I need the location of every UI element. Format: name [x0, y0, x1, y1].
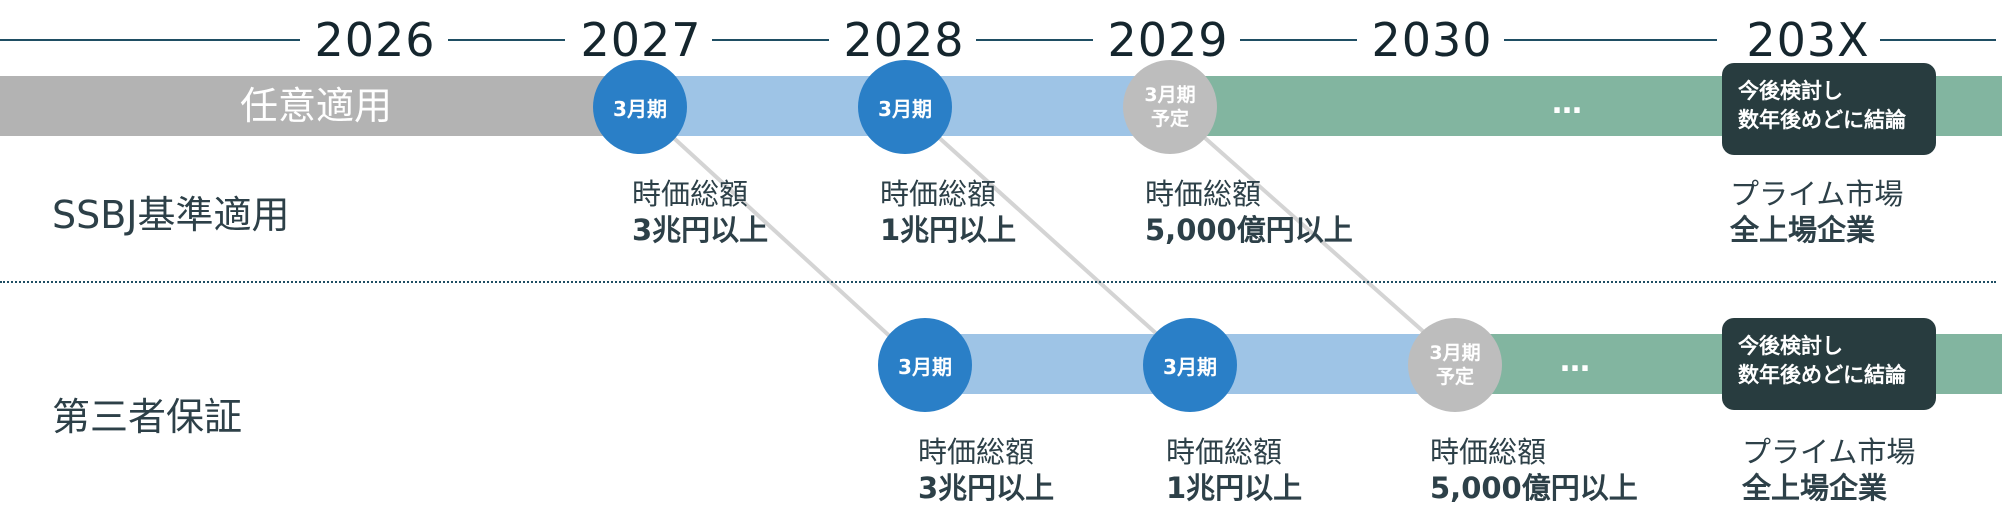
market-cap-threshold: 時価総額 3兆円以上 [632, 177, 769, 247]
voluntary-application-band [0, 76, 640, 136]
year-axis-line [1880, 39, 1996, 41]
year-axis-line [448, 39, 565, 41]
year-axis-line [976, 39, 1093, 41]
year-label-2029: 2029 [1107, 13, 1229, 67]
prime-market-threshold: プライム市場 全上場企業 [1742, 435, 1916, 505]
connector-line [638, 105, 922, 366]
market-cap-threshold: 時価総額 1兆円以上 [880, 177, 1017, 247]
year-label-2030: 2030 [1371, 13, 1493, 67]
year-label-2026: 2026 [314, 13, 436, 67]
future-decision-line1: 今後検討し [1738, 79, 1843, 103]
market-cap-threshold: 時価総額 5,000億円以上 [1145, 177, 1353, 247]
year-axis-line [712, 39, 829, 41]
year-axis-line [1240, 39, 1357, 41]
fiscal-march-badge: 3月期 [593, 60, 687, 154]
future-decision-box: 今後検討し 数年後めどに結論 [1722, 63, 1936, 155]
voluntary-application-label: 任意適用 [240, 84, 393, 128]
year-label-2028: 2028 [843, 13, 965, 67]
market-cap-threshold: 時価総額 3兆円以上 [918, 435, 1055, 505]
fiscal-march-planned-badge: 3月期 予定 [1408, 318, 1502, 412]
prime-market-threshold: プライム市場 全上場企業 [1730, 177, 1904, 247]
connector-line [903, 105, 1192, 366]
fiscal-march-badge: 3月期 [1143, 318, 1237, 412]
market-cap-threshold: 時価総額 5,000億円以上 [1430, 435, 1638, 505]
year-axis-line [0, 39, 300, 41]
year-label-203x: 203X [1746, 13, 1870, 67]
future-decision-line2: 数年後めどに結論 [1738, 363, 1906, 387]
fiscal-march-badge: 3月期 [878, 318, 972, 412]
fiscal-march-planned-badge: 3月期 予定 [1123, 60, 1217, 154]
future-decision-line1: 今後検討し [1738, 334, 1843, 358]
year-axis-line [1504, 39, 1717, 41]
future-decision-box: 今後検討し 数年後めどに結論 [1722, 318, 1936, 410]
fiscal-march-badge: 3月期 [858, 60, 952, 154]
market-cap-threshold: 時価総額 1兆円以上 [1166, 435, 1303, 505]
year-label-2027: 2027 [580, 13, 702, 67]
row-label-third-party-assurance: 第三者保証 [52, 395, 243, 439]
ellipsis-indicator: … [1552, 86, 1584, 121]
row-divider [0, 281, 1996, 283]
connector-line [1168, 105, 1462, 366]
future-decision-line2: 数年後めどに結論 [1738, 108, 1906, 132]
row-label-ssbj-standard: SSBJ基準適用 [52, 193, 290, 237]
ellipsis-indicator: … [1560, 344, 1592, 379]
